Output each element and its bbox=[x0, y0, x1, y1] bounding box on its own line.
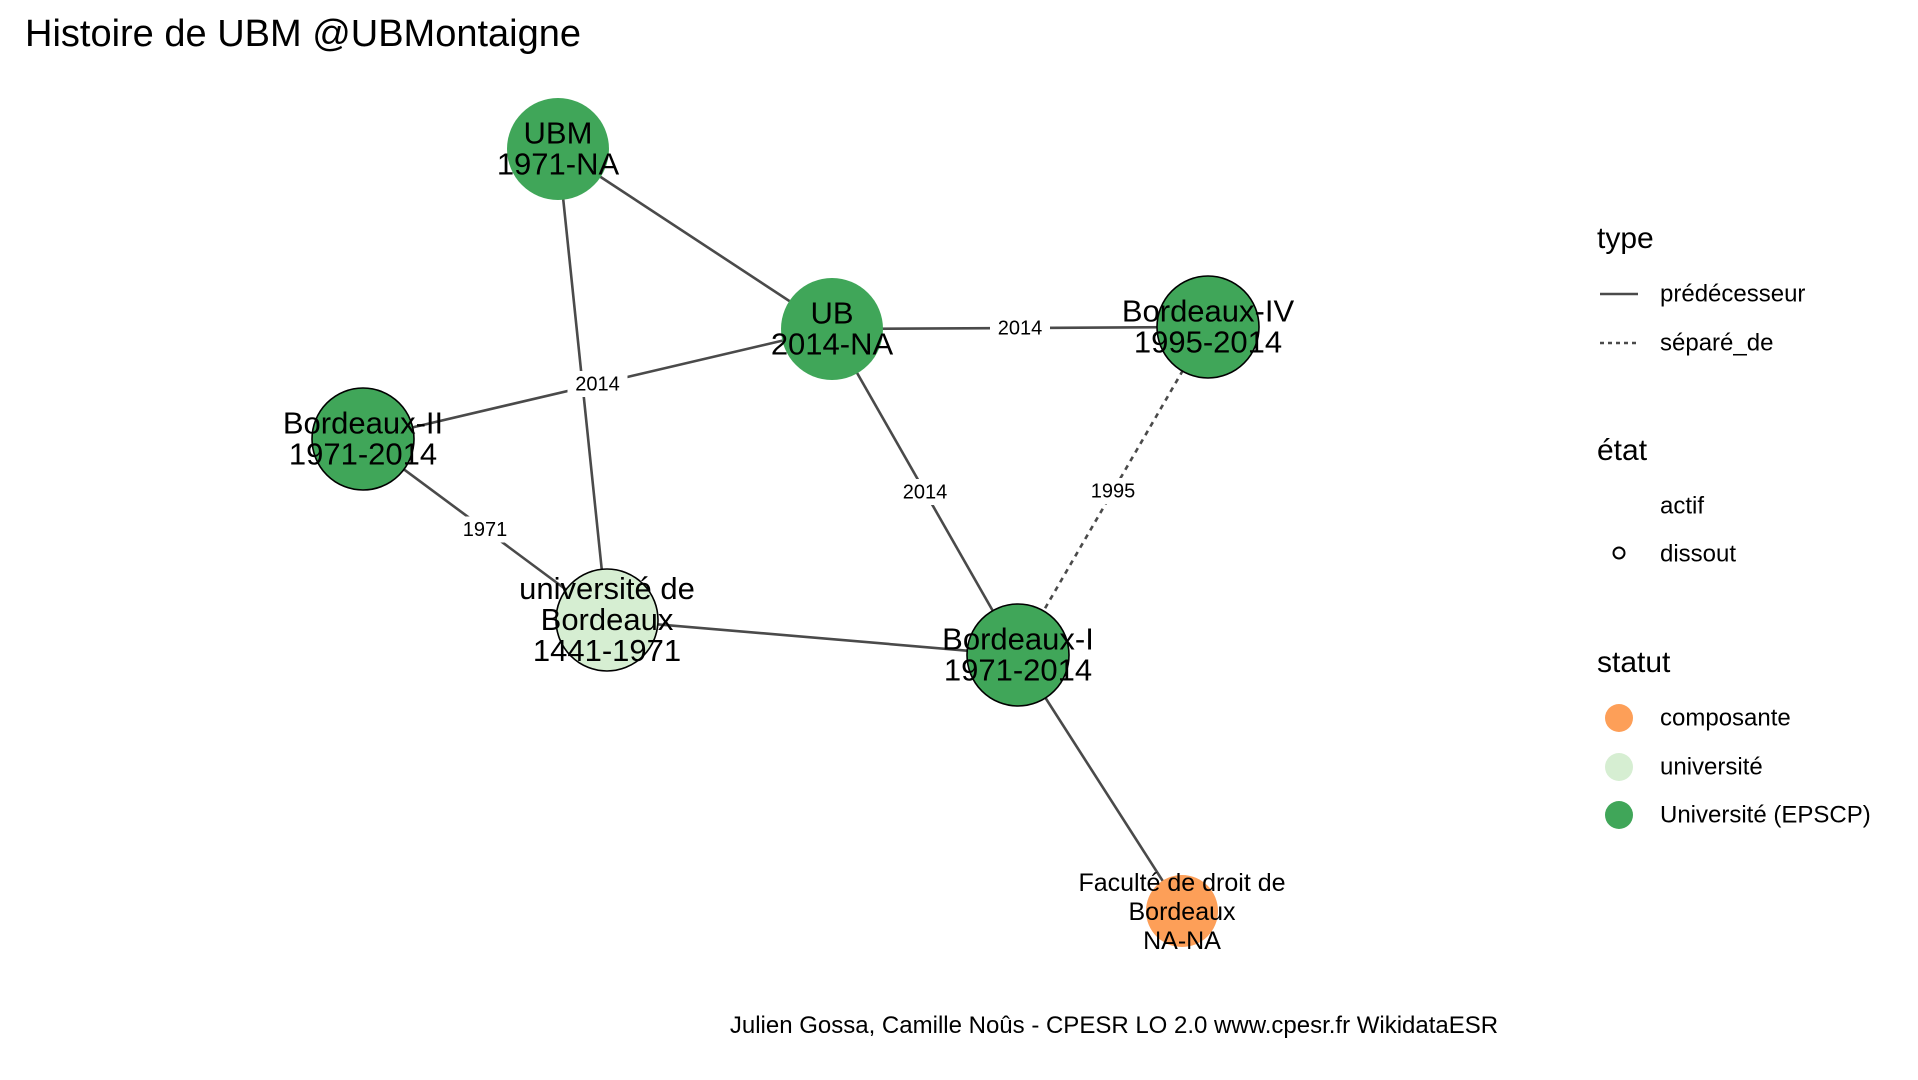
legend-universite-dot bbox=[1605, 753, 1633, 781]
legend-statut-item: Université (EPSCP) bbox=[1660, 801, 1871, 828]
legend-statut-item: composante bbox=[1660, 704, 1791, 731]
legend-statut-title: statut bbox=[1597, 646, 1671, 679]
legend-dissout-circle bbox=[1612, 546, 1626, 560]
node-b1 bbox=[966, 603, 1070, 707]
edge-ubm-ub bbox=[557, 147, 833, 331]
edge-udb-b1 bbox=[606, 618, 1019, 657]
edge-label-bg bbox=[567, 371, 628, 397]
legend-composante-dot bbox=[1605, 704, 1633, 732]
legend-statut: statut composante université Université … bbox=[1597, 646, 1871, 829]
edge-label: 2014 bbox=[998, 317, 1043, 339]
legend-type: type prédécesseur séparé_de bbox=[1597, 222, 1805, 356]
edge-label: 1971 bbox=[463, 519, 508, 541]
edge-label-bg bbox=[1083, 478, 1143, 504]
edge-label: 2014 bbox=[575, 373, 620, 395]
edge-label: 1995 bbox=[1091, 480, 1136, 502]
edge-label: 2014 bbox=[903, 481, 948, 503]
legend-epscp-dot bbox=[1605, 801, 1633, 829]
diagram-title: Histoire de UBM @UBMontaigne bbox=[25, 13, 581, 55]
node-udb bbox=[555, 568, 659, 672]
legend-type-item: séparé_de bbox=[1660, 329, 1773, 356]
nodes-layer bbox=[311, 98, 1260, 947]
legend-type-item: prédécesseur bbox=[1660, 280, 1805, 307]
legend-etat: état actif dissout bbox=[1597, 434, 1736, 567]
legend-statut-item: université bbox=[1660, 753, 1763, 780]
node-ub bbox=[781, 278, 883, 380]
legend-type-title: type bbox=[1597, 222, 1654, 255]
edge-label-bg bbox=[895, 479, 955, 505]
edge-label-bg bbox=[455, 516, 515, 543]
node-ubm bbox=[507, 98, 609, 200]
edge-b4-b1 bbox=[1016, 326, 1210, 656]
legend-etat-item: actif bbox=[1660, 492, 1704, 519]
caption: Julien Gossa, Camille Noûs - CPESR LO 2.… bbox=[730, 1012, 1498, 1039]
legend-etat-item: dissout bbox=[1660, 540, 1736, 567]
node-b2 bbox=[311, 387, 415, 491]
node-fdb bbox=[1146, 875, 1218, 947]
legend-etat-title: état bbox=[1597, 434, 1648, 467]
edges-layer: 2014 2014 2014 1995 1971 bbox=[362, 147, 1210, 912]
edge-label-bg bbox=[990, 315, 1050, 341]
node-b4 bbox=[1156, 275, 1260, 379]
